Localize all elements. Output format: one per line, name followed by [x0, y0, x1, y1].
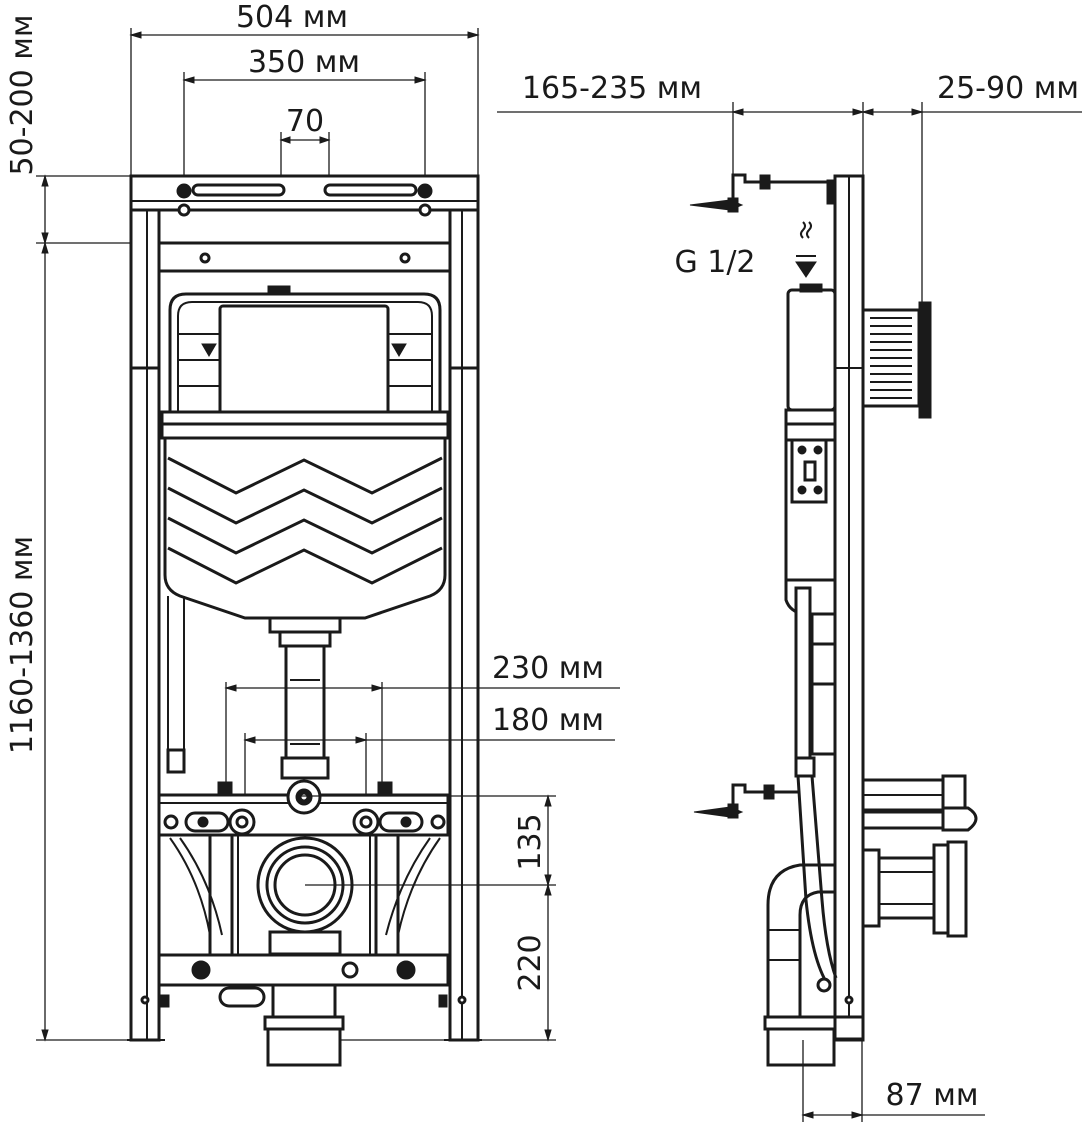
dim-top-adjust-label: 50-200 мм: [5, 14, 40, 175]
dim-top-adjust: 50-200 мм: [5, 14, 160, 245]
flush-plate-mount: [861, 301, 932, 419]
water-inlet-label: G 1/2: [674, 245, 755, 280]
water-inlet-icon: [795, 221, 817, 278]
dim-outlet-to-floor-label: 220: [513, 934, 548, 991]
dim-total-width: 504 мм: [129, 0, 480, 178]
front-frame: [127, 174, 482, 1042]
hose-fitting: [166, 748, 186, 774]
lower-bracket: [157, 779, 450, 1067]
dim-stud-spacing-inner: 180 мм: [243, 703, 615, 820]
dim-wall-distance: 165-235 мм: [497, 71, 865, 180]
dim-stud-to-outlet-label: 135: [513, 813, 548, 870]
side-outlet-connector: [861, 840, 968, 938]
cistern-side: [784, 283, 837, 616]
dim-stud-spacing-outer: 230 мм: [224, 651, 620, 790]
side-mount-studs: [861, 774, 978, 832]
side-drain-bend: [763, 863, 865, 1067]
lower-wall-bracket: [693, 783, 800, 819]
side-view: 165-235 мм 25-90 мм G 1/2: [497, 71, 1082, 1122]
cistern: [160, 285, 450, 780]
dim-mount-spacing: 350 мм: [182, 45, 427, 190]
dim-outlet-offset: 87 мм: [801, 1040, 985, 1122]
dim-button-depth-label: 25-90 мм: [937, 71, 1079, 106]
dim-wall-distance-label: 165-235 мм: [522, 71, 702, 106]
top-wall-bracket: [689, 173, 836, 213]
dim-outlet-to-floor: 220: [340, 883, 556, 1042]
dim-stud-spacing-inner-label: 180 мм: [492, 703, 604, 738]
dim-stud-to-outlet: 135: [300, 794, 556, 887]
inlet-hose: [167, 596, 185, 750]
dim-mount-spacing-label: 350 мм: [248, 45, 360, 80]
front-view: 504 мм 350 мм 70 50-200 мм: [5, 0, 620, 1067]
dim-button-depth: 25-90 мм: [861, 71, 1082, 305]
dim-outlet-offset-label: 87 мм: [886, 1078, 979, 1113]
dim-height-range-label: 1160-1360 мм: [5, 536, 40, 754]
dim-mount-slot-label: 70: [286, 104, 324, 139]
dim-total-width-label: 504 мм: [236, 0, 348, 35]
dim-height-range: 1160-1360 мм: [5, 241, 135, 1042]
dim-stud-spacing-outer-label: 230 мм: [492, 651, 604, 686]
side-flush-pipe: [794, 586, 838, 993]
